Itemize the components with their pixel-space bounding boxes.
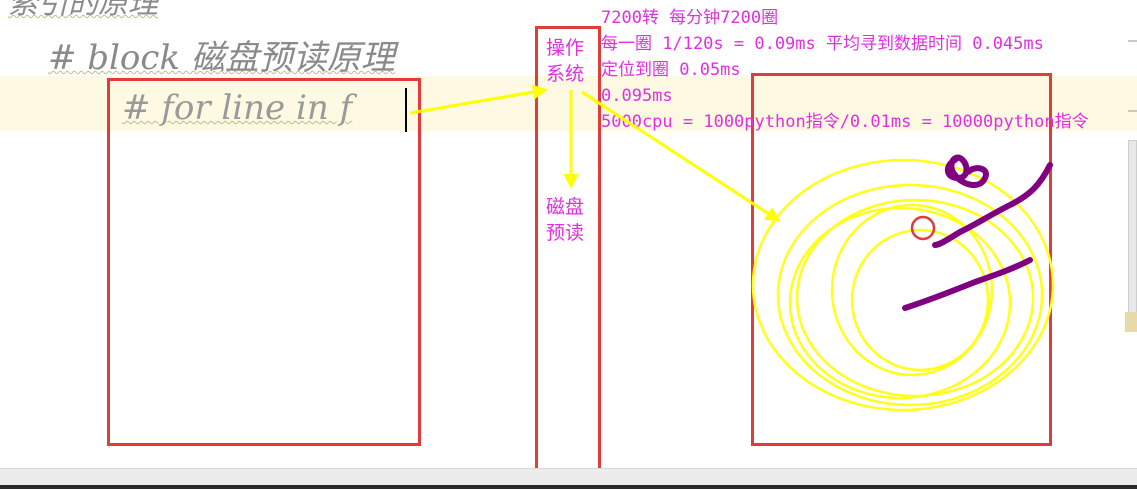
arrow-to-disk	[581, 90, 781, 222]
seek-position-marker	[910, 215, 936, 241]
gutter-marker	[1128, 110, 1137, 112]
disk-prefetch-label: 磁盘 预读	[546, 196, 585, 244]
disk-platter-drawing	[751, 158, 1055, 412]
code-line-title[interactable]: 索引的原理	[8, 0, 158, 21]
status-bar-edge	[0, 485, 1137, 489]
code-line-for-comment[interactable]: # for line in f	[122, 88, 353, 128]
horizontal-scrollbar[interactable]	[0, 468, 1137, 486]
arrow-to-os	[409, 84, 548, 115]
note-locate: 定位到圈 0.05ms	[601, 60, 741, 80]
text-caret	[405, 88, 407, 132]
current-line-highlight	[0, 76, 1137, 131]
code-line-block-comment[interactable]: # block 磁盘预读原理	[48, 38, 395, 78]
vertical-scrollbar[interactable]	[1128, 140, 1137, 330]
gutter-marker	[1128, 40, 1137, 42]
note-per-rev: 每一圈 1/120s = 0.09ms 平均寻到数据时间 0.045ms	[601, 34, 1044, 54]
note-cpu: 5000cpu = 1000python指令/0.01ms = 10000pyt…	[601, 112, 1089, 132]
note-rpm: 7200转 每分钟7200圈	[601, 8, 779, 28]
scrollbar-highlight-marker[interactable]	[1125, 312, 1137, 332]
os-label: 操作 系统	[546, 37, 585, 85]
read-head-scribble	[902, 154, 1053, 311]
annotation-box-left	[107, 78, 421, 446]
note-total: 0.095ms	[601, 86, 673, 106]
